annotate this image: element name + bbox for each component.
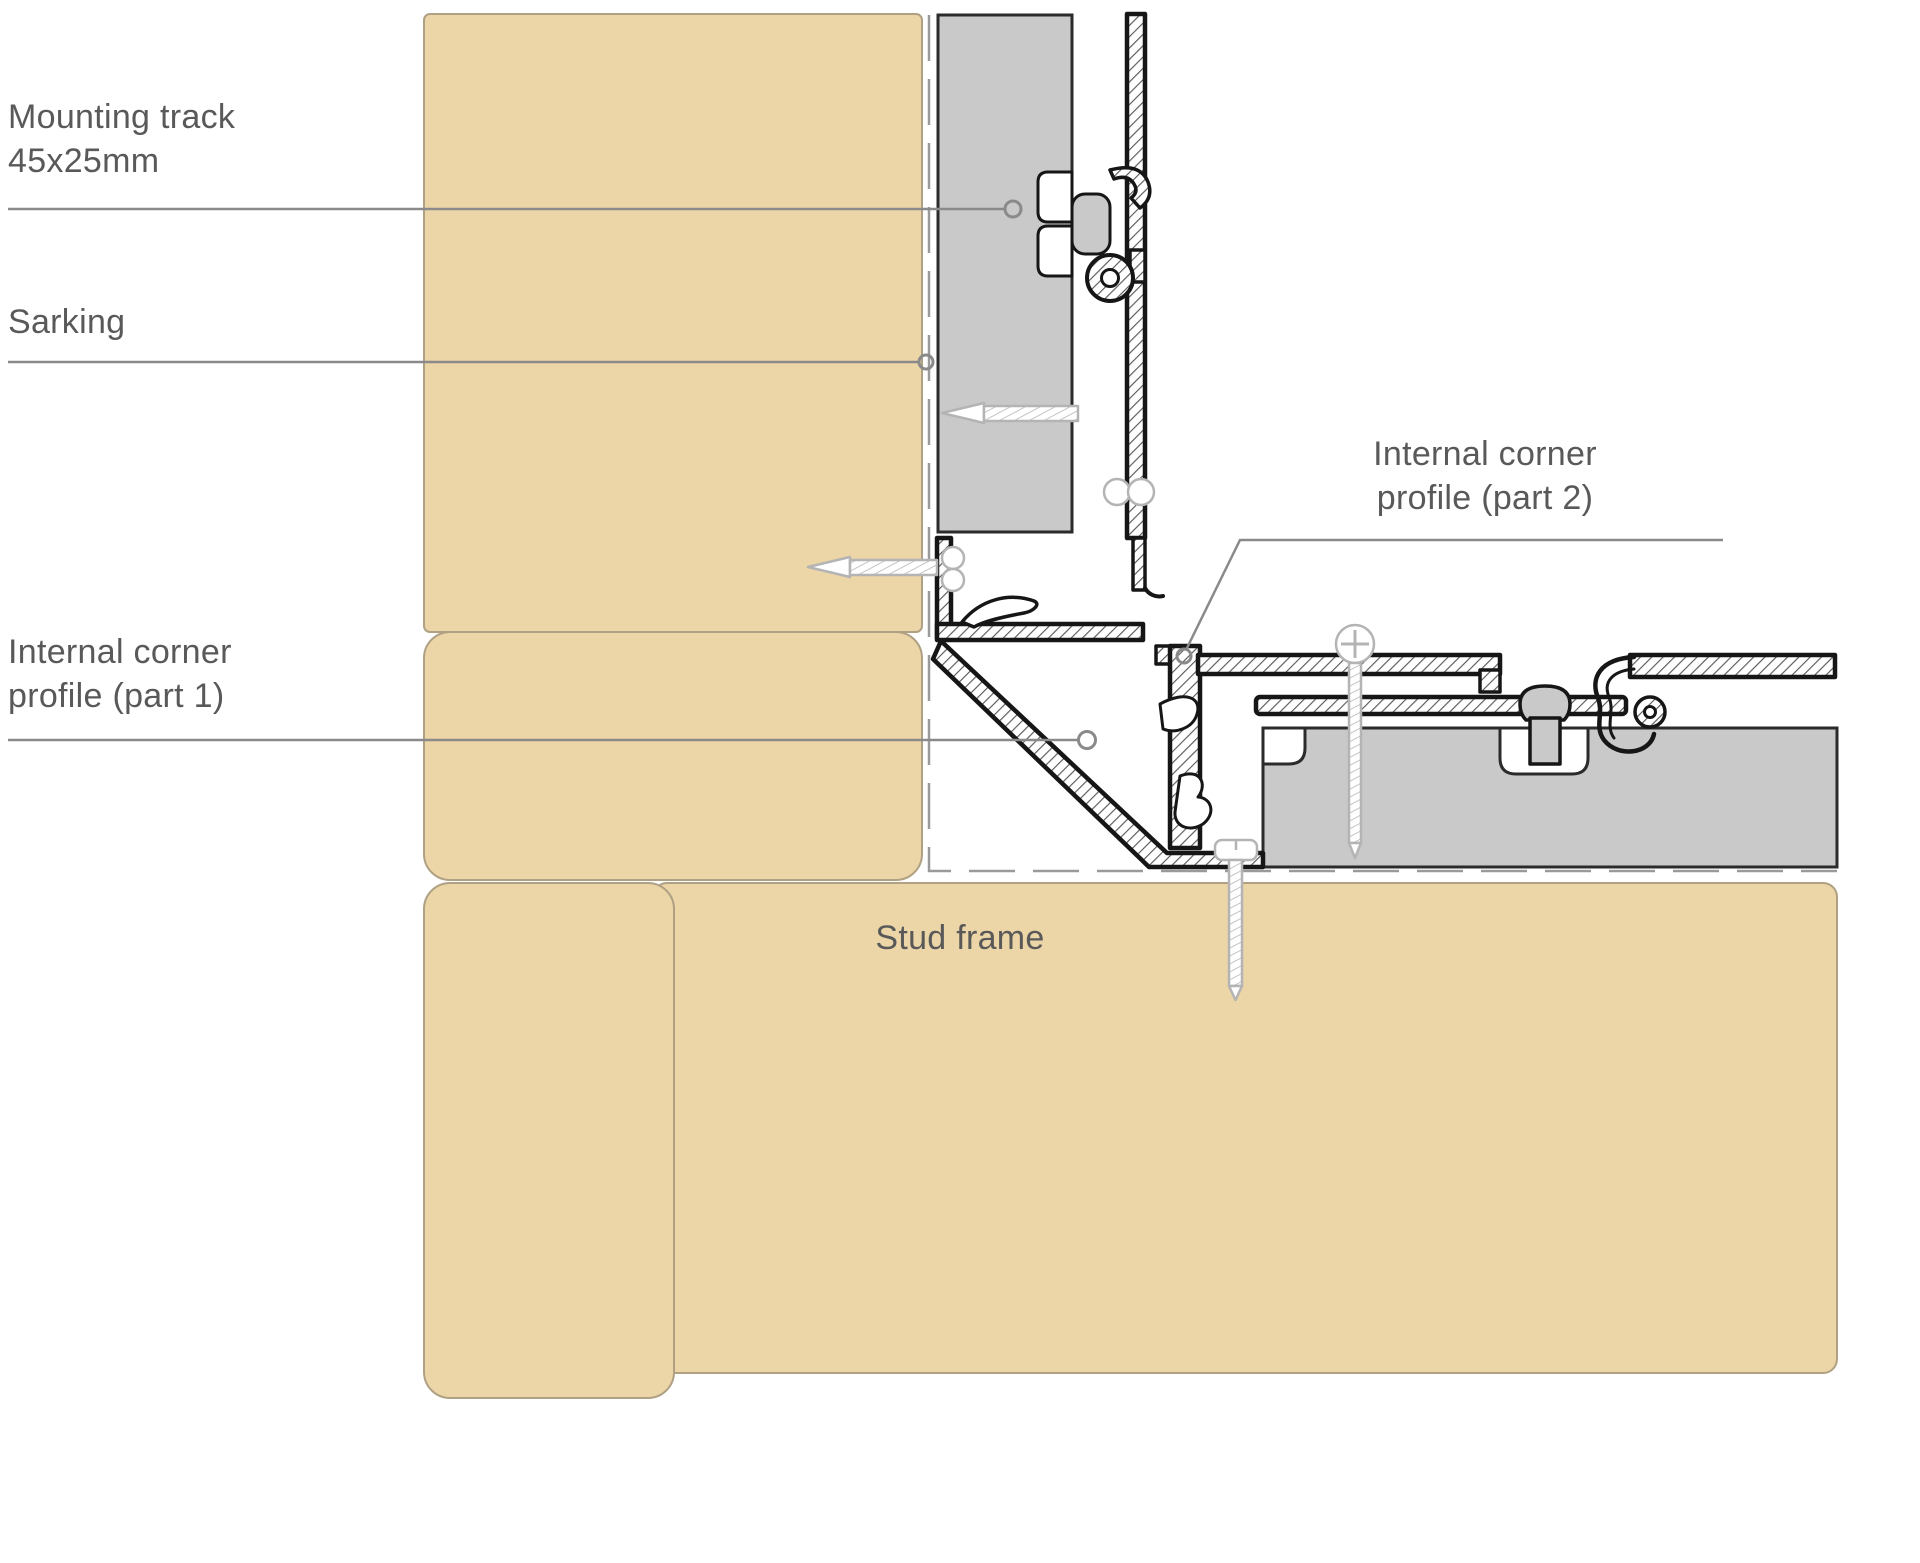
t-clip-stem xyxy=(1528,716,1562,766)
rail-joint-clip-ring-a xyxy=(1102,477,1132,507)
fasteners xyxy=(806,401,1376,1002)
corner-profile-part1-shape xyxy=(930,638,1266,870)
vertical-rail-foot xyxy=(1131,536,1147,592)
label-mounting-track: Mounting track 45x25mm xyxy=(8,95,235,183)
sarking-dashed-line xyxy=(927,15,1837,873)
clip-hook-upper xyxy=(1108,166,1152,210)
leader-part2-ring xyxy=(1175,647,1193,665)
top-rail-b xyxy=(1627,652,1838,680)
top-rail-b-curl-outer xyxy=(1593,654,1657,754)
label-part2-line1: Internal corner xyxy=(1373,435,1597,473)
leader-part1-ring xyxy=(1077,730,1097,750)
channel-clip-ring-a xyxy=(940,545,966,571)
leader-sarking-ring xyxy=(917,353,935,371)
corner-curl-upper xyxy=(1158,695,1200,733)
screw-left-lower-shaft xyxy=(848,558,939,577)
leader-part2 xyxy=(1184,538,1723,651)
screw-left-upper-shaft xyxy=(982,404,1080,423)
screw-corner-shaft xyxy=(1227,858,1244,988)
corner-curl-lower xyxy=(1173,772,1213,830)
corner-channel-bar xyxy=(934,621,1146,643)
t-clip-bulb xyxy=(1518,684,1572,722)
panel-clip-tab-upper xyxy=(1036,170,1074,224)
aluminium-profiles xyxy=(930,11,1838,870)
panel-clip-tab-lower xyxy=(1036,224,1074,278)
label-part1: Internal corner profile (part 1) xyxy=(8,630,232,718)
panel-clip-notch-left xyxy=(1261,726,1307,766)
corner-spring-finger xyxy=(960,595,1039,629)
leader-lines xyxy=(8,199,1723,750)
top-rail-b-curl-inner xyxy=(1605,667,1636,740)
label-part1-line2: profile (part 1) xyxy=(8,677,225,715)
panel-clip-plug xyxy=(1070,192,1112,256)
label-sarking: Sarking xyxy=(8,303,126,341)
rail-joint-clip-ring-b xyxy=(1126,477,1156,507)
leader-mounting-track-ring xyxy=(1003,199,1023,219)
label-mounting-track-line2: 45x25mm xyxy=(8,142,160,180)
screw-right-tip xyxy=(1347,841,1363,860)
stud-frame-blocks xyxy=(423,13,1838,1399)
label-part1-line1: Internal corner xyxy=(8,633,232,671)
label-mounting-track-line1: Mounting track xyxy=(8,98,236,136)
rail-eye-pin-hole xyxy=(1643,705,1657,719)
vertical-rail-foot-curl xyxy=(1143,586,1165,599)
channel-clip-ring-b xyxy=(940,567,966,593)
label-part2-line2: profile (part 2) xyxy=(1376,479,1594,517)
label-stud-frame: Stud frame xyxy=(875,919,1045,957)
stud-frame-vertical-middle xyxy=(423,631,923,881)
screw-right-shaft xyxy=(1347,661,1363,845)
screw-right-head-cross xyxy=(1341,630,1369,658)
stud-frame-bottom-slab xyxy=(652,882,1838,1374)
top-rail-a-end-step xyxy=(1478,668,1502,694)
stud-frame-bottom-left-block xyxy=(423,882,675,1399)
stud-frame-vertical-top xyxy=(423,13,923,633)
label-part2: Internal corner profile (part 2) xyxy=(1240,432,1730,520)
screw-corner-tip xyxy=(1227,984,1244,1002)
rail-hook-joint-hole xyxy=(1100,268,1120,288)
